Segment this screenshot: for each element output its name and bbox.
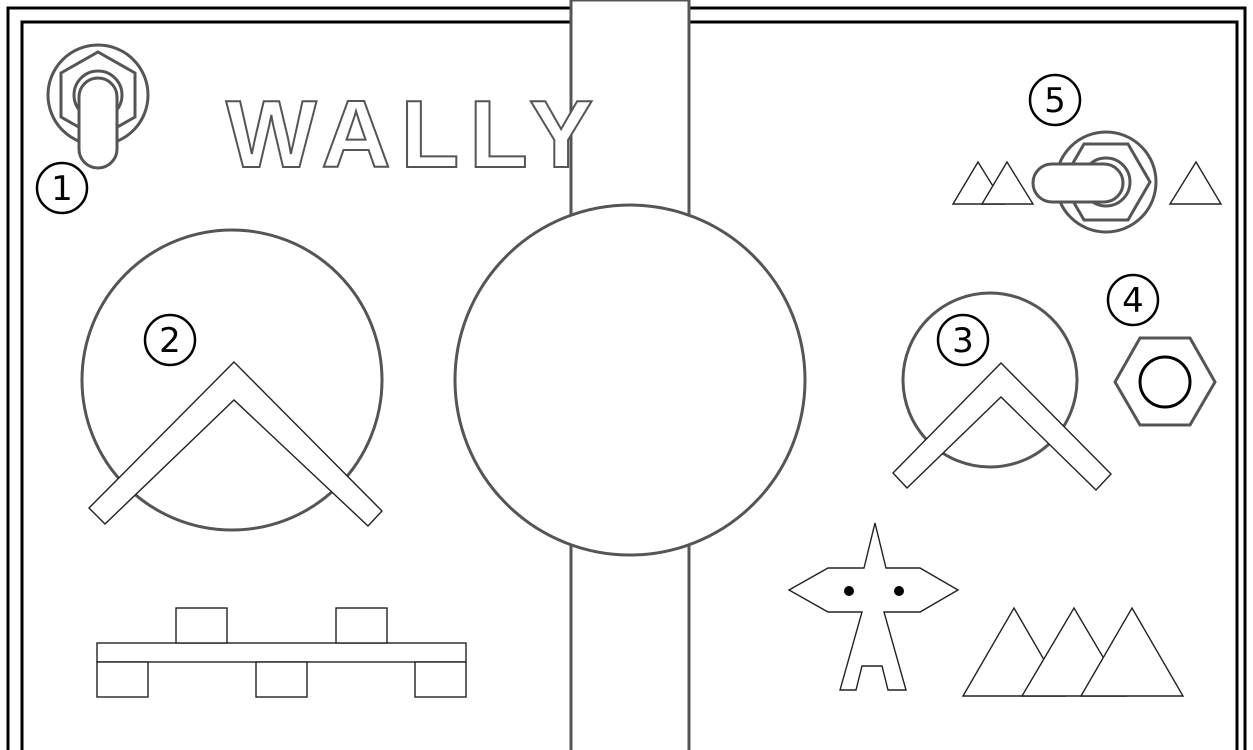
svg-text:4: 4 xyxy=(1122,281,1144,321)
brand-label: WALLY xyxy=(226,81,603,188)
knob-3[interactable] xyxy=(892,291,1112,492)
label-badge-3: 3 xyxy=(936,313,990,367)
svg-text:1: 1 xyxy=(51,169,73,209)
center-dial[interactable] xyxy=(453,203,807,557)
svg-text:2: 2 xyxy=(159,321,181,361)
character-figure xyxy=(787,522,960,691)
label-badge-4: 4 xyxy=(1106,273,1160,327)
character-eye-right xyxy=(894,586,904,596)
mountains xyxy=(961,606,1185,697)
hex-nut-4[interactable] xyxy=(1113,336,1217,427)
svg-text:5: 5 xyxy=(1044,81,1066,121)
label-badge-1: 1 xyxy=(35,161,89,215)
svg-text:3: 3 xyxy=(952,321,974,361)
block-pattern xyxy=(96,607,467,698)
character-eye-left xyxy=(844,586,854,596)
label-badge-5: 5 xyxy=(1028,73,1082,127)
triangle-indicators xyxy=(951,160,1223,205)
toggle-switch-5[interactable] xyxy=(1031,130,1158,234)
knob-2[interactable] xyxy=(80,228,384,532)
toggle-switch-1[interactable] xyxy=(46,43,150,170)
label-badge-2: 2 xyxy=(143,313,197,367)
